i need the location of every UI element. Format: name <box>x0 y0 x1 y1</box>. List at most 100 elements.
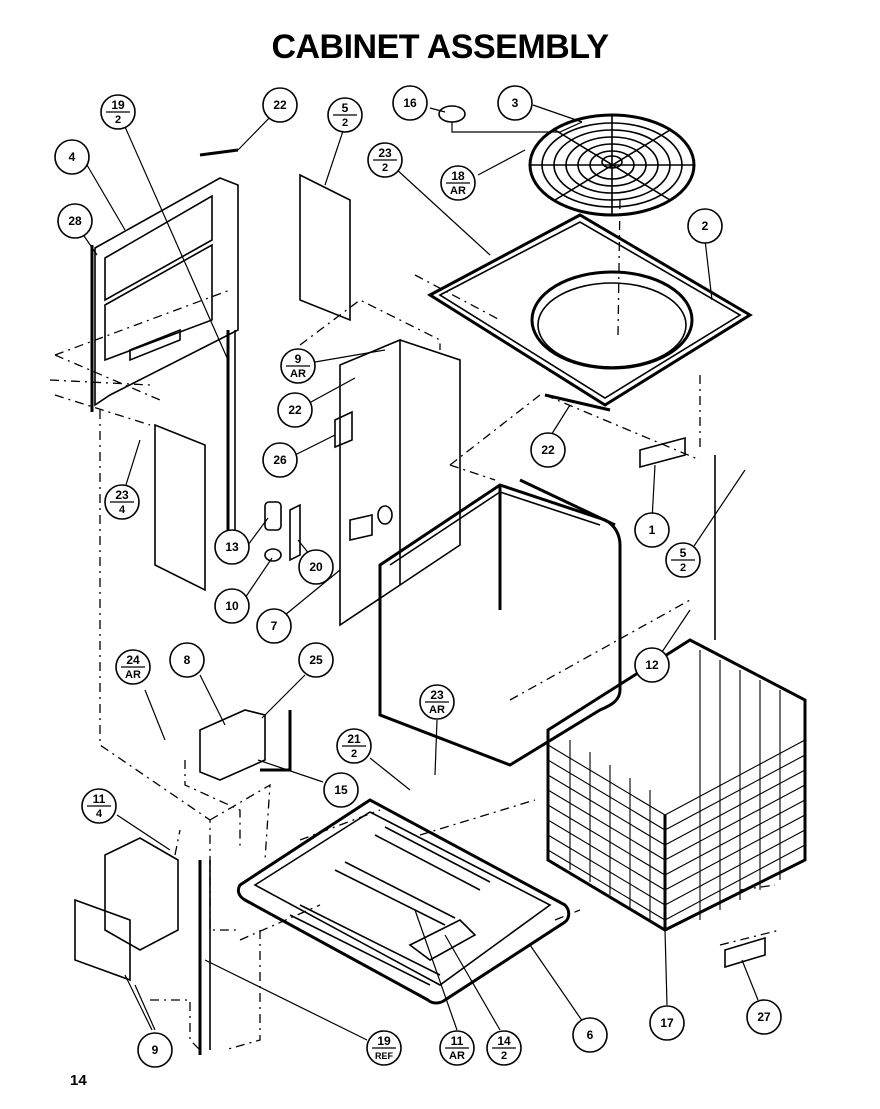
page-number: 14 <box>70 1072 87 1089</box>
callout-number: 18 <box>451 169 465 183</box>
callout-number: 5 <box>680 546 687 560</box>
callout-2: 2 <box>687 208 723 244</box>
callout-number: 11 <box>451 1034 464 1048</box>
callout-number: 13 <box>225 540 239 554</box>
callout-quantity: 2 <box>382 162 388 174</box>
callout-number: 25 <box>309 653 323 667</box>
callout-quantity: REF <box>375 1051 394 1061</box>
callout-number: 1 <box>649 523 656 537</box>
callout-quantity: 2 <box>680 562 686 574</box>
callout-quantity: 2 <box>342 117 348 129</box>
panel-5 <box>299 173 351 322</box>
callout-number: 5 <box>342 101 349 115</box>
seal-22-top <box>199 148 239 157</box>
callout-number: 22 <box>541 443 555 457</box>
callout-number: 19 <box>111 98 125 112</box>
callout-8: 8 <box>169 642 205 678</box>
callout-number: 7 <box>271 619 278 633</box>
callout-number: 9 <box>295 352 302 366</box>
callout-23: 234 <box>104 484 140 520</box>
callout-number: 12 <box>645 658 659 672</box>
callout-13: 13 <box>214 529 250 565</box>
callout-11: 114 <box>81 788 117 824</box>
callout-23: 232 <box>367 142 403 178</box>
callout-quantity: 4 <box>119 504 126 516</box>
top-cover-2 <box>427 213 753 407</box>
callout-number: 27 <box>757 1010 771 1024</box>
base-pan-6 <box>236 798 571 1005</box>
callout-22: 22 <box>262 87 298 123</box>
callout-number: 23 <box>430 688 444 702</box>
callout-21: 212 <box>336 728 372 764</box>
callout-quantity: AR <box>450 185 466 197</box>
callout-number: 28 <box>68 214 82 228</box>
callout-number: 8 <box>184 653 191 667</box>
callout-number: 3 <box>512 96 519 110</box>
callout-number: 9 <box>152 1043 159 1057</box>
callout-17: 17 <box>649 1005 685 1041</box>
callout-6: 6 <box>572 1017 608 1053</box>
callout-22: 22 <box>530 432 566 468</box>
callout-number: 22 <box>273 98 287 112</box>
callout-quantity: 2 <box>501 1050 507 1062</box>
callout-9: 9AR <box>280 348 316 384</box>
callout-quantity: AR <box>449 1050 465 1062</box>
callout-number: 14 <box>497 1034 511 1048</box>
control-box-8 <box>199 709 266 781</box>
callout-19: 192 <box>100 94 136 130</box>
fan-guard-3 <box>528 113 696 217</box>
callout-quantity: AR <box>125 669 141 681</box>
callout-number: 19 <box>377 1034 391 1048</box>
callout-number: 15 <box>334 783 348 797</box>
coil-17 <box>546 638 807 932</box>
callout-quantity: AR <box>429 704 445 716</box>
callout-3: 3 <box>497 85 533 121</box>
tube-25 <box>260 710 292 772</box>
callout-number: 23 <box>378 146 392 160</box>
control-panel-7 <box>339 338 401 627</box>
callout-28: 28 <box>57 203 93 239</box>
side-panel-4 <box>90 177 239 412</box>
callout-quantity: 2 <box>115 114 121 126</box>
callout-4: 4 <box>54 139 90 175</box>
callout-number: 26 <box>273 453 287 467</box>
callout-number: 16 <box>403 96 417 110</box>
panel-23 <box>154 423 206 592</box>
callout-number: 22 <box>288 403 302 417</box>
callout-22: 22 <box>277 392 313 428</box>
callout-5: 52 <box>327 97 363 133</box>
callout-number: 23 <box>115 488 129 502</box>
callout-25: 25 <box>298 642 334 678</box>
callout-number: 11 <box>93 792 106 806</box>
callout-9: 9 <box>137 1032 173 1068</box>
callout-number: 2 <box>702 219 709 233</box>
callout-number: 21 <box>347 732 361 746</box>
box-11 <box>104 837 179 951</box>
callout-number: 6 <box>587 1028 594 1042</box>
callout-quantity: AR <box>290 368 306 380</box>
callout-16: 16 <box>392 85 428 121</box>
callout-number: 17 <box>660 1016 674 1030</box>
callout-number: 24 <box>126 653 140 667</box>
cap-16 <box>438 105 466 123</box>
callout-12: 12 <box>634 647 670 683</box>
callout-7: 7 <box>256 608 292 644</box>
callout-14: 142 <box>486 1030 522 1066</box>
callout-number: 10 <box>225 599 239 613</box>
diagram-title: CABINET ASSEMBLY <box>271 28 609 66</box>
callout-1: 1 <box>634 512 670 548</box>
callout-5: 52 <box>665 542 701 578</box>
wrap-panel <box>378 483 622 767</box>
callout-number: 20 <box>309 560 323 574</box>
callout-27: 27 <box>746 999 782 1035</box>
callout-quantity: 4 <box>96 808 103 820</box>
callout-number: 4 <box>69 150 76 164</box>
callout-26: 26 <box>262 442 298 478</box>
callout-10: 10 <box>214 588 250 624</box>
